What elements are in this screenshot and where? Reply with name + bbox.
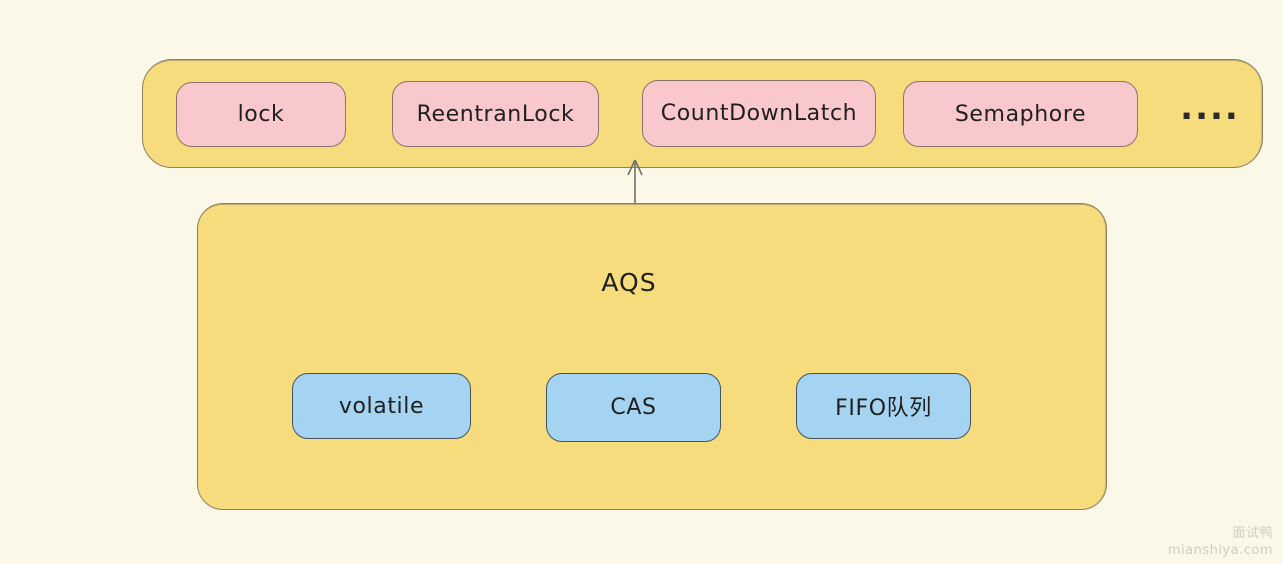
sync-tools-container: lock ReentranLock CountDownLatch Semapho…: [142, 59, 1263, 168]
node-lock: lock: [176, 82, 346, 147]
node-volatile-label: volatile: [338, 393, 425, 419]
up-arrow-icon: [627, 159, 643, 206]
node-reentranlock: ReentranLock: [392, 81, 599, 147]
watermark-url: mianshiya.com: [1167, 543, 1273, 558]
node-fifo-queue: FIFO队列: [796, 373, 971, 439]
watermark-sitename: 面试鸭: [1232, 526, 1273, 541]
node-cas-label: CAS: [610, 395, 657, 420]
more-items-ellipsis: ....: [1180, 88, 1240, 128]
node-fifo-queue-label: FIFO队列: [835, 396, 932, 421]
watermark: 面试鸭 mianshiya.com: [1168, 525, 1273, 559]
node-semaphore-label: Semaphore: [954, 101, 1087, 127]
node-semaphore: Semaphore: [903, 81, 1138, 147]
node-volatile: volatile: [292, 373, 471, 439]
node-reentranlock-label: ReentranLock: [416, 101, 575, 127]
aqs-title: AQS: [601, 268, 657, 297]
node-countdownlatch: CountDownLatch: [642, 80, 876, 147]
node-cas: CAS: [546, 373, 721, 442]
node-countdownlatch-label: CountDownLatch: [660, 101, 858, 126]
aqs-container: AQS volatile CAS FIFO队列: [197, 203, 1107, 510]
node-lock-label: lock: [237, 102, 285, 127]
